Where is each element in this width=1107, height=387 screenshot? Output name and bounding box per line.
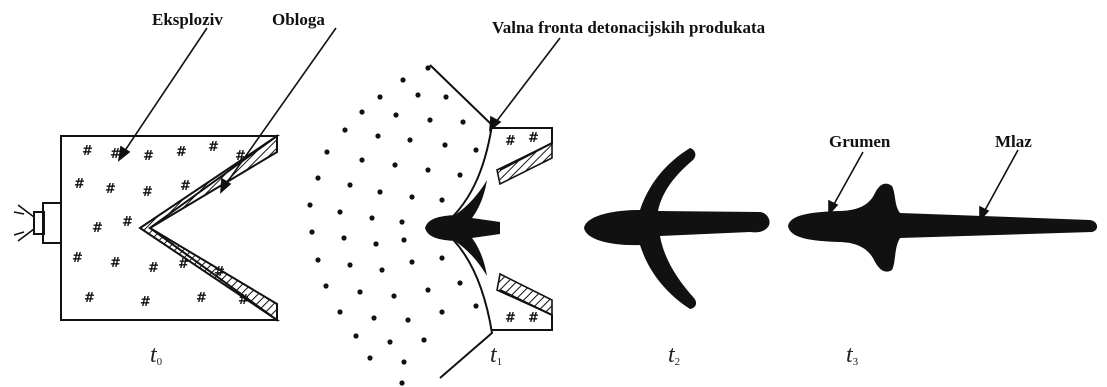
- svg-text:#: #: [505, 134, 516, 149]
- remaining-charge: # # # #: [492, 127, 553, 331]
- svg-text:#: #: [105, 182, 116, 197]
- slug-and-jet: [788, 183, 1098, 272]
- stage-t3: t3: [788, 183, 1098, 368]
- stage-t0: # # # # # # # # # # # # # # # # # # # # # t0: [13, 134, 281, 368]
- svg-text:#: #: [82, 144, 93, 159]
- svg-text:#: #: [214, 265, 225, 280]
- label-jet: Mlaz: [995, 132, 1032, 151]
- svg-text:#: #: [180, 179, 191, 194]
- svg-text:#: #: [178, 257, 189, 272]
- label-wavefront: Valna fronta detonacijskih produkata: [492, 18, 766, 37]
- stage-t1: # # # # t1: [307, 64, 553, 386]
- explosive-fill: # # # # # # # # # # # # # # # # # # # # #: [72, 140, 249, 310]
- label-liner: Obloga: [272, 10, 325, 29]
- svg-text:#: #: [122, 215, 133, 230]
- detonator-icon: [13, 202, 62, 244]
- stage-label-t1: t1: [490, 342, 502, 368]
- svg-text:#: #: [142, 185, 153, 200]
- svg-text:#: #: [208, 140, 219, 155]
- svg-text:#: #: [528, 311, 539, 326]
- svg-text:#: #: [140, 295, 151, 310]
- label-explosive: Eksploziv: [152, 10, 223, 29]
- svg-text:#: #: [528, 131, 539, 146]
- stage-label-t2: t2: [668, 342, 680, 368]
- svg-text:#: #: [84, 291, 95, 306]
- detonation-products: [307, 65, 479, 386]
- jet-formation: [425, 180, 500, 276]
- svg-text:#: #: [238, 293, 249, 308]
- svg-text:#: #: [176, 145, 187, 160]
- jet-forming-shape: [584, 148, 770, 309]
- stage-label-t3: t3: [846, 342, 859, 368]
- callout-arrows: [117, 27, 1019, 223]
- svg-text:#: #: [196, 291, 207, 306]
- svg-text:#: #: [143, 149, 154, 164]
- svg-text:#: #: [110, 256, 121, 271]
- svg-text:#: #: [110, 147, 121, 162]
- svg-text:#: #: [72, 251, 83, 266]
- svg-text:#: #: [505, 311, 516, 326]
- svg-text:#: #: [92, 221, 103, 236]
- label-slug: Grumen: [829, 132, 891, 151]
- stage-t2: t2: [584, 148, 770, 368]
- svg-text:#: #: [235, 149, 246, 164]
- stage-label-t0: t0: [150, 342, 163, 368]
- liner: [138, 134, 278, 322]
- svg-text:#: #: [148, 261, 159, 276]
- svg-text:#: #: [74, 177, 85, 192]
